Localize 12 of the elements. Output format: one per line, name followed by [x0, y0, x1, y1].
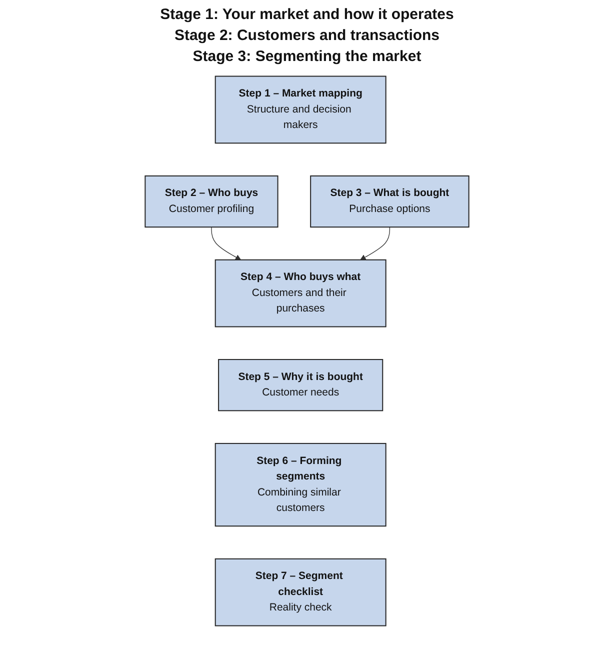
step-box: Step 4 – Who buys what Customers and their purchases: [214, 259, 386, 328]
step-box: Step 2 – Who buys Customer profiling: [144, 175, 278, 228]
stage-heading: Stage 2: Customers and transactions: [174, 27, 440, 44]
step-box: Step 3 – What is bought Purchase options: [310, 175, 470, 228]
arrow: [360, 226, 390, 260]
step-box: Step 1 – Market mapping Structure and decision makers: [214, 76, 386, 144]
stage-heading: Stage 1: Your market and how it operates: [160, 6, 454, 23]
step-box: Step 5 – Why it is bought Customer needs: [218, 359, 384, 412]
stage-heading: Stage 3: Segmenting the market: [192, 48, 422, 65]
step-box: Step 6 – Forming segments Combining similar customers: [214, 442, 386, 527]
arrow: [211, 226, 242, 260]
step-box: Step 7 – Segment checklist Reality check: [214, 558, 386, 626]
